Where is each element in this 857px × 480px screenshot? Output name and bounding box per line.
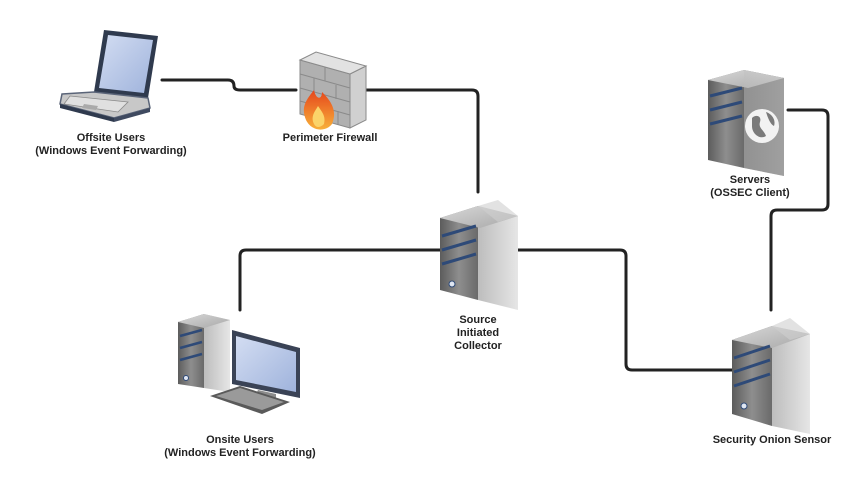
label-line: (OSSEC Client) (710, 187, 790, 199)
connector-servers-sensor (769, 108, 830, 312)
label-onsite-users: Onsite Users (Windows Event Forwarding) (164, 434, 315, 460)
label-line: (Windows Event Forwarding) (164, 447, 316, 459)
label-line: Perimeter Firewall (282, 132, 378, 144)
label-perimeter-firewall: Perimeter Firewall (283, 132, 378, 145)
label-line: Source (459, 314, 497, 326)
firewall-icon (298, 51, 368, 130)
connectors (160, 78, 830, 372)
label-collector: Source Initiated Collector (454, 314, 502, 353)
desktop-computer-icon (178, 314, 300, 414)
server-icon (440, 200, 518, 310)
label-line: (Windows Event Forwarding) (35, 145, 187, 157)
connector-collector-sensor (516, 248, 734, 372)
connector-laptop-firewall (160, 78, 298, 92)
label-line: Initiated (456, 327, 500, 339)
label-line: Collector (454, 340, 502, 352)
server-icon (732, 318, 810, 434)
connector-collector-onsite (238, 248, 442, 312)
label-offsite-users: Offsite Users (Windows Event Forwarding) (35, 132, 186, 158)
label-line: Security Onion Sensor (712, 434, 832, 446)
label-security-onion-sensor: Security Onion Sensor (713, 434, 832, 447)
laptop-icon (59, 30, 158, 122)
server-globe-icon (708, 70, 784, 176)
connector-firewall-collector (360, 88, 480, 194)
label-line: Servers (729, 174, 771, 186)
label-line: Offsite Users (76, 132, 146, 144)
label-line: Onsite Users (206, 434, 274, 446)
label-servers: Servers (OSSEC Client) (710, 174, 789, 200)
